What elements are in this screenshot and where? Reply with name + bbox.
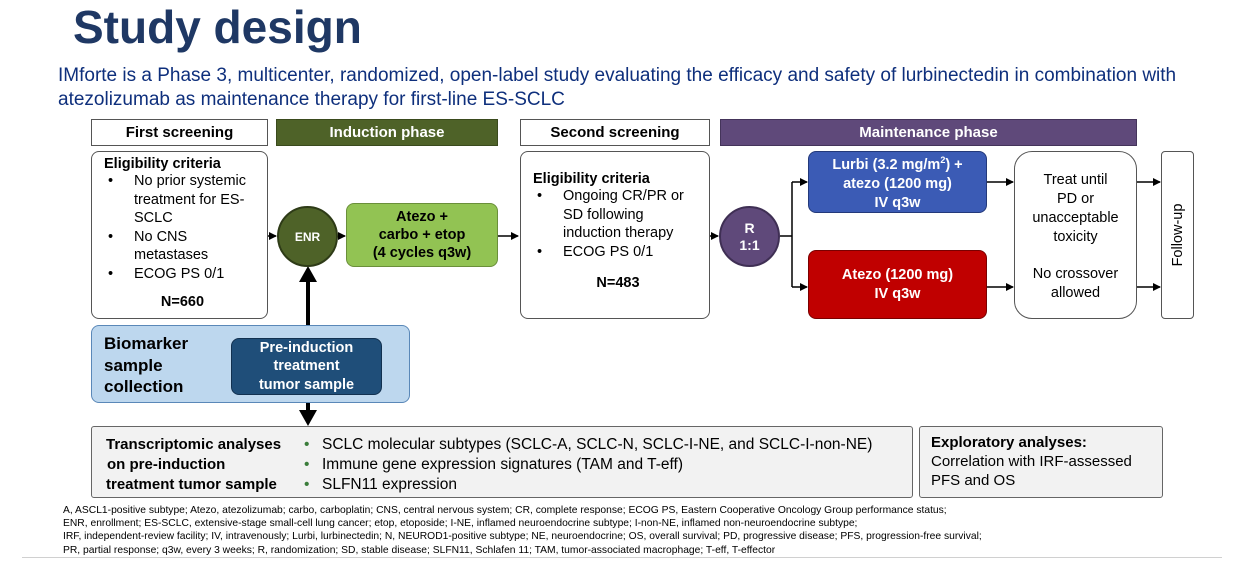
header-first-screening: First screening	[91, 119, 268, 146]
first-criteria-item: •No prior systemic treatment for ES-SCLC	[108, 173, 246, 226]
transcriptomic-item: •SLFN11 expression	[304, 476, 457, 493]
header-induction-phase: Induction phase	[276, 119, 498, 146]
enr-circle: ENR	[277, 206, 338, 267]
exploratory-analyses-box: Exploratory analyses: Correlation with I…	[919, 426, 1163, 498]
exploratory-text: Correlation with IRF-assessed	[931, 453, 1132, 470]
second-criteria-item: •ECOG PS 0/1	[537, 243, 654, 260]
arm-b-atezo-box: Atezo (1200 mg) IV q3w	[808, 250, 987, 319]
follow-up-box: Follow-up	[1161, 151, 1194, 319]
header-maintenance-phase: Maintenance phase	[720, 119, 1137, 146]
transcriptomic-item: •SCLC molecular subtypes (SCLC-A, SCLC-N…	[304, 436, 873, 453]
biomarker-arrowhead-down	[299, 410, 317, 426]
footnote-line: IRF, independent-review facility; IV, in…	[63, 531, 982, 543]
arm-a-lurbi-atezo-box: Lurbi (3.2 mg/m2) + atezo (1200 mg) IV q…	[808, 151, 987, 213]
transcriptomic-item: •Immune gene expression signatures (TAM …	[304, 456, 683, 473]
randomization-circle: R 1:1	[719, 206, 780, 267]
footnote-line: A, ASCL1-positive subtype; Atezo, atezol…	[63, 505, 947, 516]
follow-up-label: Follow-up	[1169, 203, 1186, 267]
transcriptomic-list: •SCLC molecular subtypes (SCLC-A, SCLC-N…	[304, 435, 872, 495]
transcriptomic-analyses-box: Transcriptomic analyses on pre-induction…	[91, 426, 913, 498]
first-criteria-title: Eligibility criteria	[104, 156, 221, 172]
second-screening-n: N=483	[596, 275, 640, 291]
induction-treatment-box: Atezo + carbo + etop (4 cycles q3w)	[346, 203, 498, 267]
first-criteria-item: •ECOG PS 0/1	[108, 265, 225, 282]
page-subtitle: IMforte is a Phase 3, multicenter, rando…	[58, 65, 1177, 110]
pre-induction-sample-box: Pre-induction treatment tumor sample	[231, 338, 382, 395]
header-second-screening: Second screening	[520, 119, 710, 146]
second-criteria-item: •Ongoing CR/PR or SD following induction…	[537, 188, 684, 241]
abbreviations-footnotes: A, ASCL1-positive subtype; Atezo, atezol…	[63, 504, 1228, 557]
biomarker-label: Biomarker sample collection	[104, 334, 189, 396]
footer-divider	[22, 557, 1222, 558]
biomarker-arrowhead-up	[299, 266, 317, 282]
exploratory-title: Exploratory analyses:	[931, 434, 1087, 451]
second-criteria-title: Eligibility criteria	[533, 171, 650, 187]
second-screening-criteria-box: Eligibility criteria •Ongoing CR/PR or S…	[520, 151, 710, 319]
footnote-line: ENR, enrollment; ES-SCLC, extensive-stag…	[63, 518, 858, 530]
exploratory-text: PFS and OS	[931, 472, 1016, 489]
transcriptomic-label: Transcriptomic analyses on pre-induction…	[106, 436, 282, 493]
first-screening-n: N=660	[160, 294, 205, 310]
footnote-line: PR, partial response; q3w, every 3 weeks…	[63, 544, 776, 556]
page-title: Study design	[73, 1, 362, 53]
first-criteria-item: •No CNS metastases	[108, 228, 209, 264]
treat-until-box: Treat until PD or unacceptable toxicity …	[1014, 151, 1137, 319]
first-screening-criteria-box: Eligibility criteria •No prior systemic …	[91, 151, 268, 319]
